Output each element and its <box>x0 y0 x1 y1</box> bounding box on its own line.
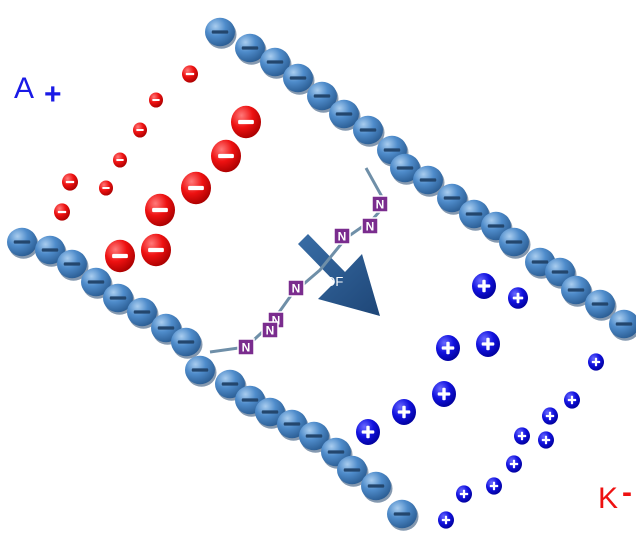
svg-text:N: N <box>266 324 275 338</box>
cathode-minus-sign: - <box>622 476 632 509</box>
negative-ion <box>62 173 78 191</box>
wall-charge <box>127 297 159 329</box>
eof-label: EOF <box>317 274 344 289</box>
wall-charge <box>353 115 385 147</box>
wall-charge <box>7 227 39 259</box>
wall-charge <box>103 283 135 315</box>
svg-text:N: N <box>242 341 251 355</box>
wall-charge <box>307 81 339 113</box>
wall-charge <box>413 165 445 197</box>
wall-charge <box>260 47 292 79</box>
wall-charge <box>337 455 369 487</box>
svg-text:N: N <box>272 314 281 328</box>
negative-ion <box>133 122 147 138</box>
upper-wall-charges <box>205 17 636 341</box>
anode-plus-sign: + <box>44 78 62 111</box>
wall-charge <box>561 275 593 307</box>
positive-ion <box>542 407 558 425</box>
positive-ion <box>476 331 500 357</box>
eof-arrow: EOF <box>290 234 380 316</box>
positive-ion <box>514 427 530 445</box>
positive-ions <box>356 273 604 529</box>
negative-ion <box>99 180 113 196</box>
svg-text:N: N <box>366 220 375 234</box>
analyte-molecule: N <box>261 321 279 339</box>
analyte-molecule: N <box>361 217 379 235</box>
wall-charge <box>609 309 636 341</box>
positive-ion <box>486 477 502 495</box>
wall-charge <box>361 471 393 503</box>
positive-ion <box>392 399 416 425</box>
wall-charge <box>387 499 419 531</box>
analyte-molecule: N <box>237 338 255 356</box>
wall-charge <box>585 289 617 321</box>
positive-ion <box>456 485 472 503</box>
wall-charge <box>235 33 267 65</box>
negative-ion <box>181 171 211 205</box>
negative-ions <box>54 65 261 273</box>
positive-ion <box>506 455 522 473</box>
wall-charge <box>171 327 203 359</box>
positive-ion <box>538 431 554 449</box>
positive-ion <box>356 419 380 445</box>
positive-ion <box>588 353 604 371</box>
analyte-molecule: N <box>287 279 305 297</box>
svg-text:N: N <box>376 198 385 212</box>
wall-charge <box>255 397 287 429</box>
cathode-label: K <box>598 482 619 515</box>
negative-ion <box>231 105 261 139</box>
positive-ion <box>564 391 580 409</box>
positive-ion <box>432 381 456 407</box>
negative-ion <box>211 139 241 173</box>
positive-ion <box>472 273 496 299</box>
lower-wall-charges <box>7 227 419 531</box>
wall-charge <box>57 249 89 281</box>
analyte-molecule: N <box>333 227 351 245</box>
wall-charge <box>499 227 531 259</box>
positive-ion <box>438 511 454 529</box>
wall-charge <box>205 17 237 49</box>
positive-ion <box>436 335 460 361</box>
negative-ion <box>141 233 171 267</box>
svg-text:N: N <box>338 230 347 244</box>
wall-charge <box>283 63 315 95</box>
analyte-molecule: N <box>371 195 389 213</box>
negative-ion <box>145 193 175 227</box>
anode-label: A <box>14 72 35 105</box>
wall-charge <box>329 99 361 131</box>
negative-ion <box>54 203 70 221</box>
negative-ion <box>105 239 135 273</box>
negative-ion <box>113 152 127 168</box>
svg-text:N: N <box>292 282 301 296</box>
negative-ion <box>149 92 163 108</box>
wall-charge <box>185 355 217 387</box>
positive-ion <box>508 287 528 309</box>
negative-ion <box>182 65 198 83</box>
